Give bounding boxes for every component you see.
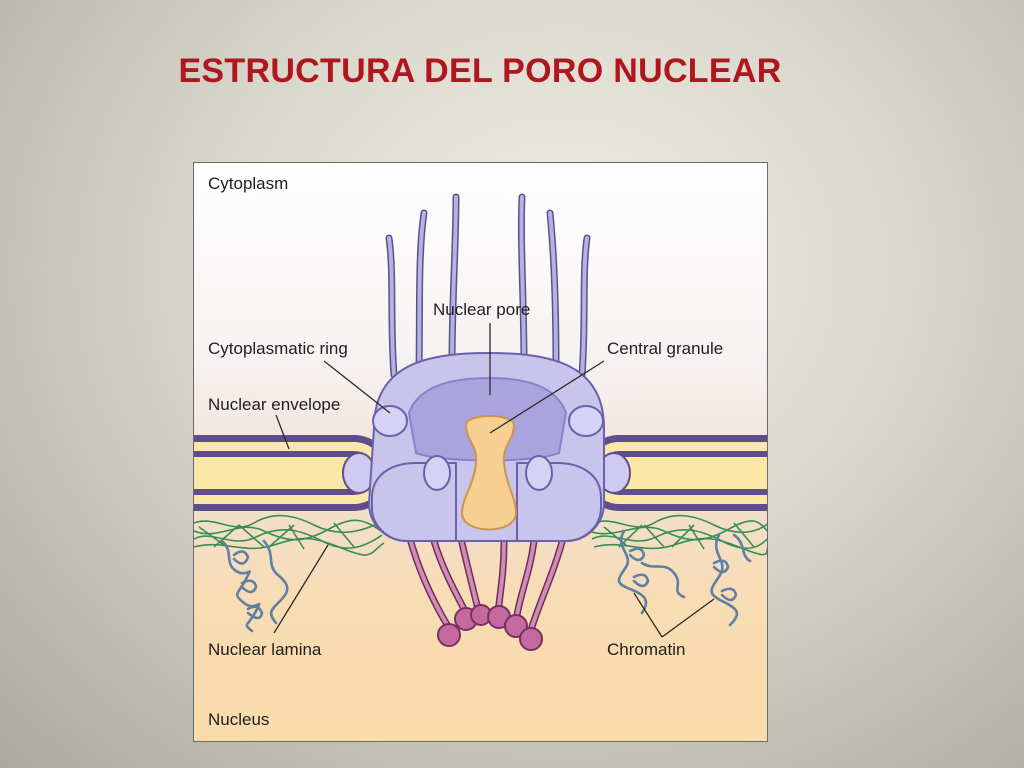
basket-bead: [519, 627, 543, 651]
leader-chromatin-right: [661, 598, 715, 638]
pore-subunit: [423, 455, 451, 491]
label-central-granule: Central granule: [607, 339, 724, 358]
label-cytoplasmatic-ring: Cytoplasmatic ring: [208, 339, 348, 358]
label-chromatin: Chromatin: [607, 640, 686, 659]
cytoplasmic-filaments: [385, 193, 591, 379]
pore-subunit: [525, 455, 553, 491]
label-nuclear-pore: Nuclear pore: [433, 300, 531, 319]
label-nuclear-envelope: Nuclear envelope: [208, 395, 341, 414]
nuclear-envelope-left: [194, 435, 392, 511]
pore-subunit: [568, 405, 604, 437]
label-nucleus: Nucleus: [208, 710, 270, 729]
basket-bead: [504, 614, 528, 638]
leader-nuclear-envelope: [275, 414, 290, 450]
label-nuclear-lamina: Nuclear lamina: [208, 640, 322, 659]
nuclear-pore-figure: Cytoplasm Nuclear pore Cytoplasmatic rin…: [193, 162, 768, 742]
leader-nuclear-lamina: [273, 544, 329, 634]
nuclear-pore-diagram: [194, 163, 767, 741]
nuclear-envelope-right: [581, 435, 767, 511]
central-granule: [460, 415, 518, 531]
chromatin: [220, 529, 752, 633]
leader-lines: [273, 323, 715, 638]
label-cytoplasm: Cytoplasm: [208, 174, 289, 193]
leader-central-granule: [489, 360, 605, 434]
pore-subunit: [372, 405, 408, 437]
nuclear-basket: [405, 531, 568, 651]
leader-cytoplasmatic-ring: [323, 360, 391, 414]
slide-title: ESTRUCTURA DEL PORO NUCLEAR: [178, 52, 782, 90]
basket-bead: [437, 623, 461, 647]
leader-chromatin-left: [633, 592, 663, 638]
